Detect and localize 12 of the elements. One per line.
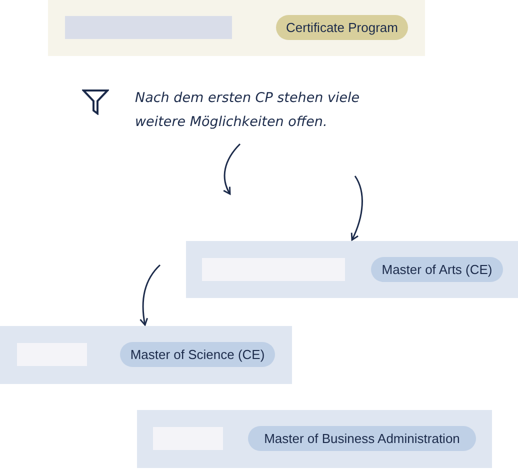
curved-arrow <box>350 176 363 241</box>
program-badge: Master of Business Administration <box>248 426 476 451</box>
program-card <box>48 0 425 56</box>
curved-arrow <box>140 264 161 326</box>
program-card <box>186 241 518 298</box>
curved-arrow <box>223 143 241 195</box>
program-badge: Certificate Program <box>276 15 408 40</box>
program-card <box>0 326 292 384</box>
program-card <box>137 410 492 468</box>
program-badge: Master of Arts (CE) <box>371 257 503 282</box>
handwritten-note: Nach dem ersten CP stehen viele weitere Möglichkeiten offen. <box>135 86 385 144</box>
program-badge: Master of Science (CE) <box>120 342 275 367</box>
